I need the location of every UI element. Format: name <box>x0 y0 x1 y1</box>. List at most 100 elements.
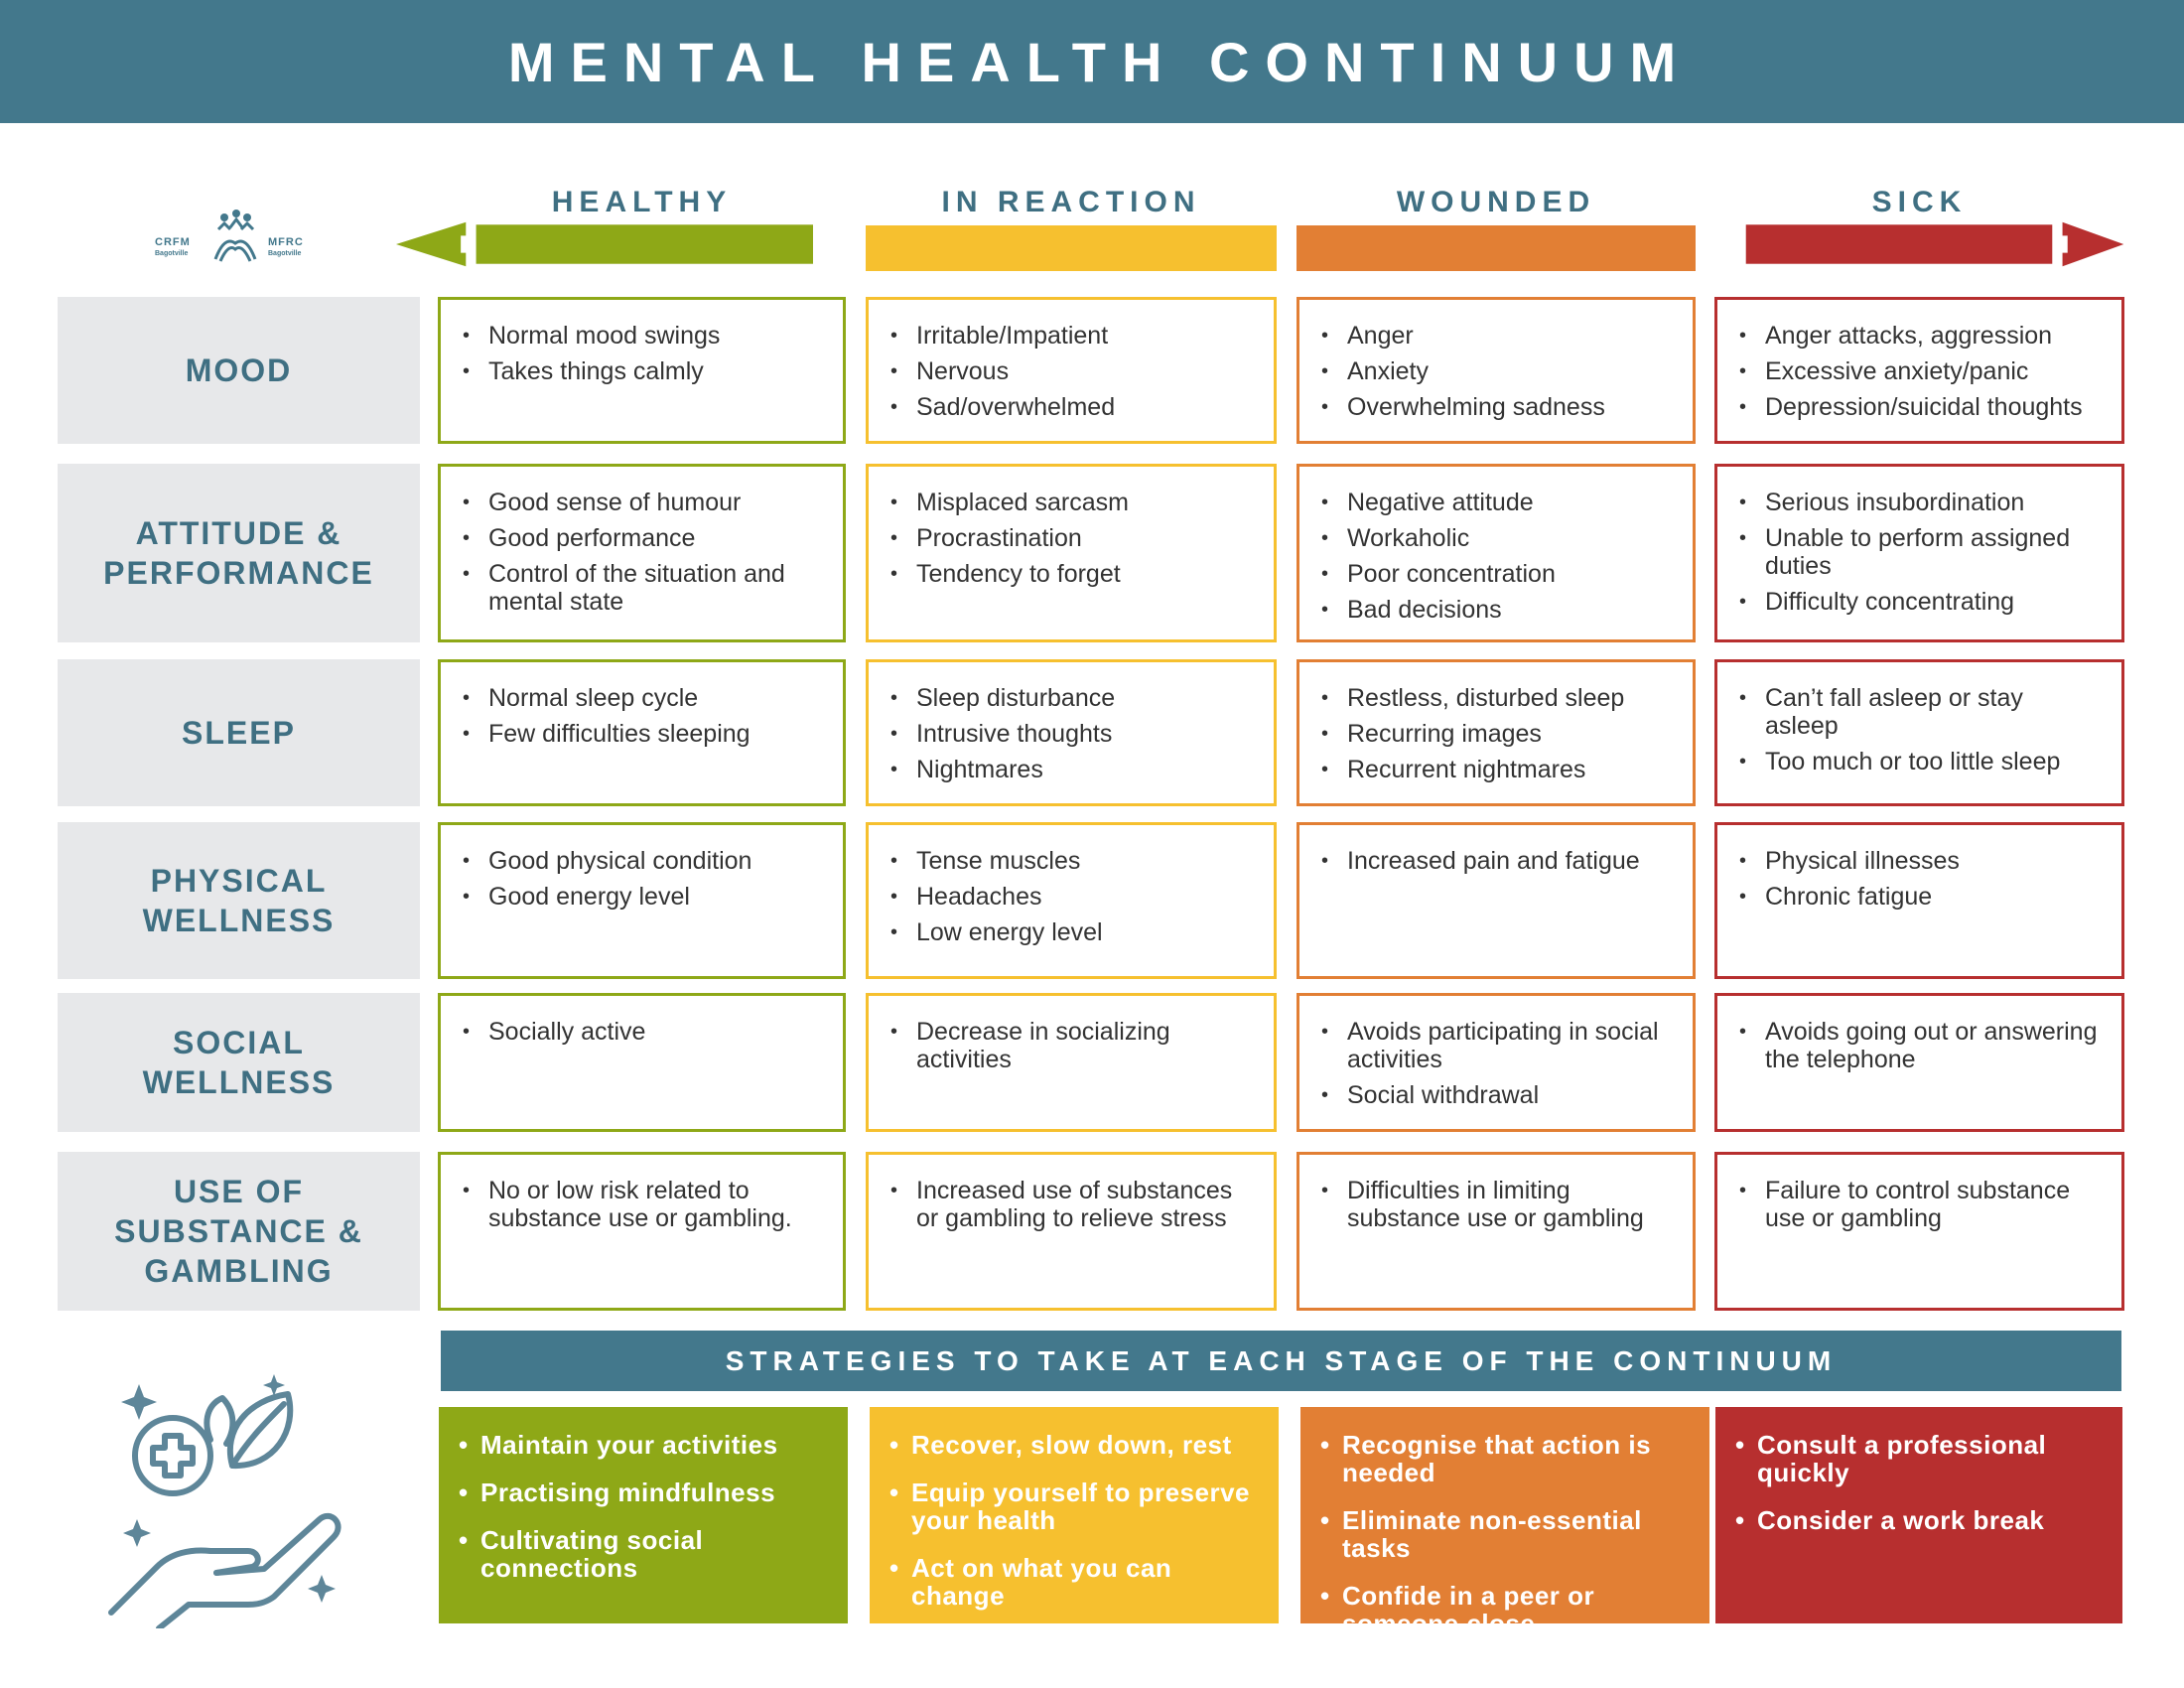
row-label-physical-wellness: PHYSICAL WELLNESS <box>58 822 420 979</box>
symptom-item: Negative attitude <box>1321 489 1673 516</box>
symptom-item: Workaholic <box>1321 524 1673 552</box>
strategies-banner: STRATEGIES TO TAKE AT EACH STAGE OF THE … <box>441 1331 2121 1391</box>
symptom-item: Bad decisions <box>1321 596 1673 624</box>
symptom-item: Misplaced sarcasm <box>890 489 1254 516</box>
symptom-item: Decrease in socializing activities <box>890 1018 1254 1073</box>
symptom-item: Nightmares <box>890 756 1254 783</box>
cell-mood-sick: Anger attacks, aggressionExcessive anxie… <box>1714 297 2124 444</box>
strategy-item: Practising mindfulness <box>459 1478 828 1506</box>
symptom-item: Can’t fall asleep or stay asleep <box>1739 684 2102 740</box>
row-label-attitude-performance: ATTITUDE & PERFORMANCE <box>58 464 420 642</box>
strategies-title: STRATEGIES TO TAKE AT EACH STAGE OF THE … <box>725 1344 1838 1376</box>
symptom-item: Restless, disturbed sleep <box>1321 684 1673 712</box>
cell-physical-wellness-in-reaction: Tense musclesHeadachesLow energy level <box>866 822 1277 979</box>
row-label-line: ATTITUDE & <box>135 515 342 551</box>
symptom-item: Normal mood swings <box>463 322 823 350</box>
symptom-item: Good physical condition <box>463 847 823 875</box>
symptom-item: Unable to perform assigned duties <box>1739 524 2102 580</box>
symptom-item: Failure to control substance use or gamb… <box>1739 1177 2102 1232</box>
row-label-mood: MOOD <box>58 297 420 444</box>
row-label-line: PERFORMANCE <box>103 555 374 591</box>
cell-mood-wounded: AngerAnxietyOverwhelming sadness <box>1297 297 1696 444</box>
column-header-wounded: WOUNDED <box>1396 186 1596 218</box>
symptom-item: Good sense of humour <box>463 489 823 516</box>
hand-care-icon <box>108 1374 341 1628</box>
cell-physical-wellness-sick: Physical illnessesChronic fatigue <box>1714 822 2124 979</box>
logo-left-sub: Bagotville <box>155 250 189 257</box>
strategy-item: Cultivating social connections <box>459 1526 828 1582</box>
strategy-item: Consult a professional quickly <box>1735 1431 2103 1486</box>
cell-sleep-healthy: Normal sleep cycleFew difficulties sleep… <box>438 659 846 806</box>
strategy-item: Recognise that action is needed <box>1320 1431 1690 1486</box>
symptom-item: Nervous <box>890 357 1254 385</box>
symptom-item: Increased pain and fatigue <box>1321 847 1673 875</box>
symptom-item: Control of the situation and mental stat… <box>463 560 823 616</box>
symptom-item: Sleep disturbance <box>890 684 1254 712</box>
logo-right-text: MFRC <box>268 236 304 248</box>
symptom-item: Social withdrawal <box>1321 1081 1673 1109</box>
strategy-box-healthy: Maintain your activitiesPractising mindf… <box>439 1407 848 1623</box>
strategy-item: Eliminate non-essential tasks <box>1320 1506 1690 1562</box>
row-label-line: MOOD <box>185 352 293 388</box>
cell-mood-in-reaction: Irritable/ImpatientNervousSad/overwhelme… <box>866 297 1277 444</box>
in-reaction-bar <box>866 225 1277 271</box>
symptom-item: Too much or too little sleep <box>1739 748 2102 775</box>
strategy-item: Maintain your activities <box>459 1431 828 1459</box>
symptom-item: Poor concentration <box>1321 560 1673 588</box>
symptom-item: Recurring images <box>1321 720 1673 748</box>
row-label-line: USE OF <box>173 1174 305 1209</box>
symptom-item: Tendency to forget <box>890 560 1254 588</box>
page-title: MENTAL HEALTH CONTINUUM <box>507 30 1693 93</box>
row-label-line: SLEEP <box>182 715 296 751</box>
strategy-box-wounded: Recognise that action is neededEliminate… <box>1300 1407 1709 1637</box>
symptom-item: Excessive anxiety/panic <box>1739 357 2102 385</box>
cell-sleep-in-reaction: Sleep disturbanceIntrusive thoughtsNight… <box>866 659 1277 806</box>
cell-substance-gambling-sick: Failure to control substance use or gamb… <box>1714 1152 2124 1311</box>
cell-sleep-sick: Can’t fall asleep or stay asleepToo much… <box>1714 659 2124 806</box>
cell-social-wellness-wounded: Avoids participating in social activitie… <box>1297 993 1696 1132</box>
symptom-item: Overwhelming sadness <box>1321 393 1673 421</box>
symptom-item: Difficulties in limiting substance use o… <box>1321 1177 1673 1232</box>
row-label-line: GAMBLING <box>144 1253 334 1289</box>
cell-substance-gambling-wounded: Difficulties in limiting substance use o… <box>1297 1152 1696 1311</box>
strategy-item: Consider a work break <box>1735 1506 2103 1534</box>
row-label-line: SOCIAL <box>173 1025 305 1060</box>
row-label-line: WELLNESS <box>142 903 336 938</box>
symptom-item: Takes things calmly <box>463 357 823 385</box>
cell-substance-gambling-in-reaction: Increased use of substances or gambling … <box>866 1152 1277 1311</box>
symptom-item: Low energy level <box>890 918 1254 946</box>
cell-attitude-performance-sick: Serious insubordinationUnable to perform… <box>1714 464 2124 642</box>
healthy-arrow-head <box>396 221 813 267</box>
symptom-item: No or low risk related to substance use … <box>463 1177 823 1232</box>
cell-substance-gambling-healthy: No or low risk related to substance use … <box>438 1152 846 1311</box>
symptom-item: Physical illnesses <box>1739 847 2102 875</box>
wounded-bar <box>1297 225 1696 271</box>
cell-physical-wellness-healthy: Good physical conditionGood energy level <box>438 822 846 979</box>
symptom-item: Depression/suicidal thoughts <box>1739 393 2102 421</box>
symptom-item: Anger <box>1321 322 1673 350</box>
strategy-item: Equip yourself to preserve your health <box>889 1478 1259 1534</box>
cell-mood-healthy: Normal mood swingsTakes things calmly <box>438 297 846 444</box>
row-label-sleep: SLEEP <box>58 659 420 806</box>
cell-attitude-performance-healthy: Good sense of humourGood performanceCont… <box>438 464 846 642</box>
symptom-item: Recurrent nightmares <box>1321 756 1673 783</box>
symptom-item: Chronic fatigue <box>1739 883 2102 911</box>
cell-attitude-performance-in-reaction: Misplaced sarcasmProcrastinationTendency… <box>866 464 1277 642</box>
sick-arrow-head <box>1745 221 2124 267</box>
symptom-item: Sad/overwhelmed <box>890 393 1254 421</box>
symptom-item: Tense muscles <box>890 847 1254 875</box>
strategy-item: Act on what you can change <box>889 1554 1259 1610</box>
symptom-item: Socially active <box>463 1018 823 1046</box>
symptom-item: Anger attacks, aggression <box>1739 322 2102 350</box>
column-header-healthy: HEALTHY <box>551 186 733 218</box>
row-label-line: PHYSICAL <box>150 863 328 899</box>
symptom-item: Avoids going out or answering the teleph… <box>1739 1018 2102 1073</box>
symptom-item: Anxiety <box>1321 357 1673 385</box>
cell-social-wellness-sick: Avoids going out or answering the teleph… <box>1714 993 2124 1132</box>
logo-right-sub: Bagotville <box>268 250 302 257</box>
strategy-item: Confide in a peer or someone close <box>1320 1582 1690 1637</box>
symptom-item: Good energy level <box>463 883 823 911</box>
symptom-item: Few difficulties sleeping <box>463 720 823 748</box>
